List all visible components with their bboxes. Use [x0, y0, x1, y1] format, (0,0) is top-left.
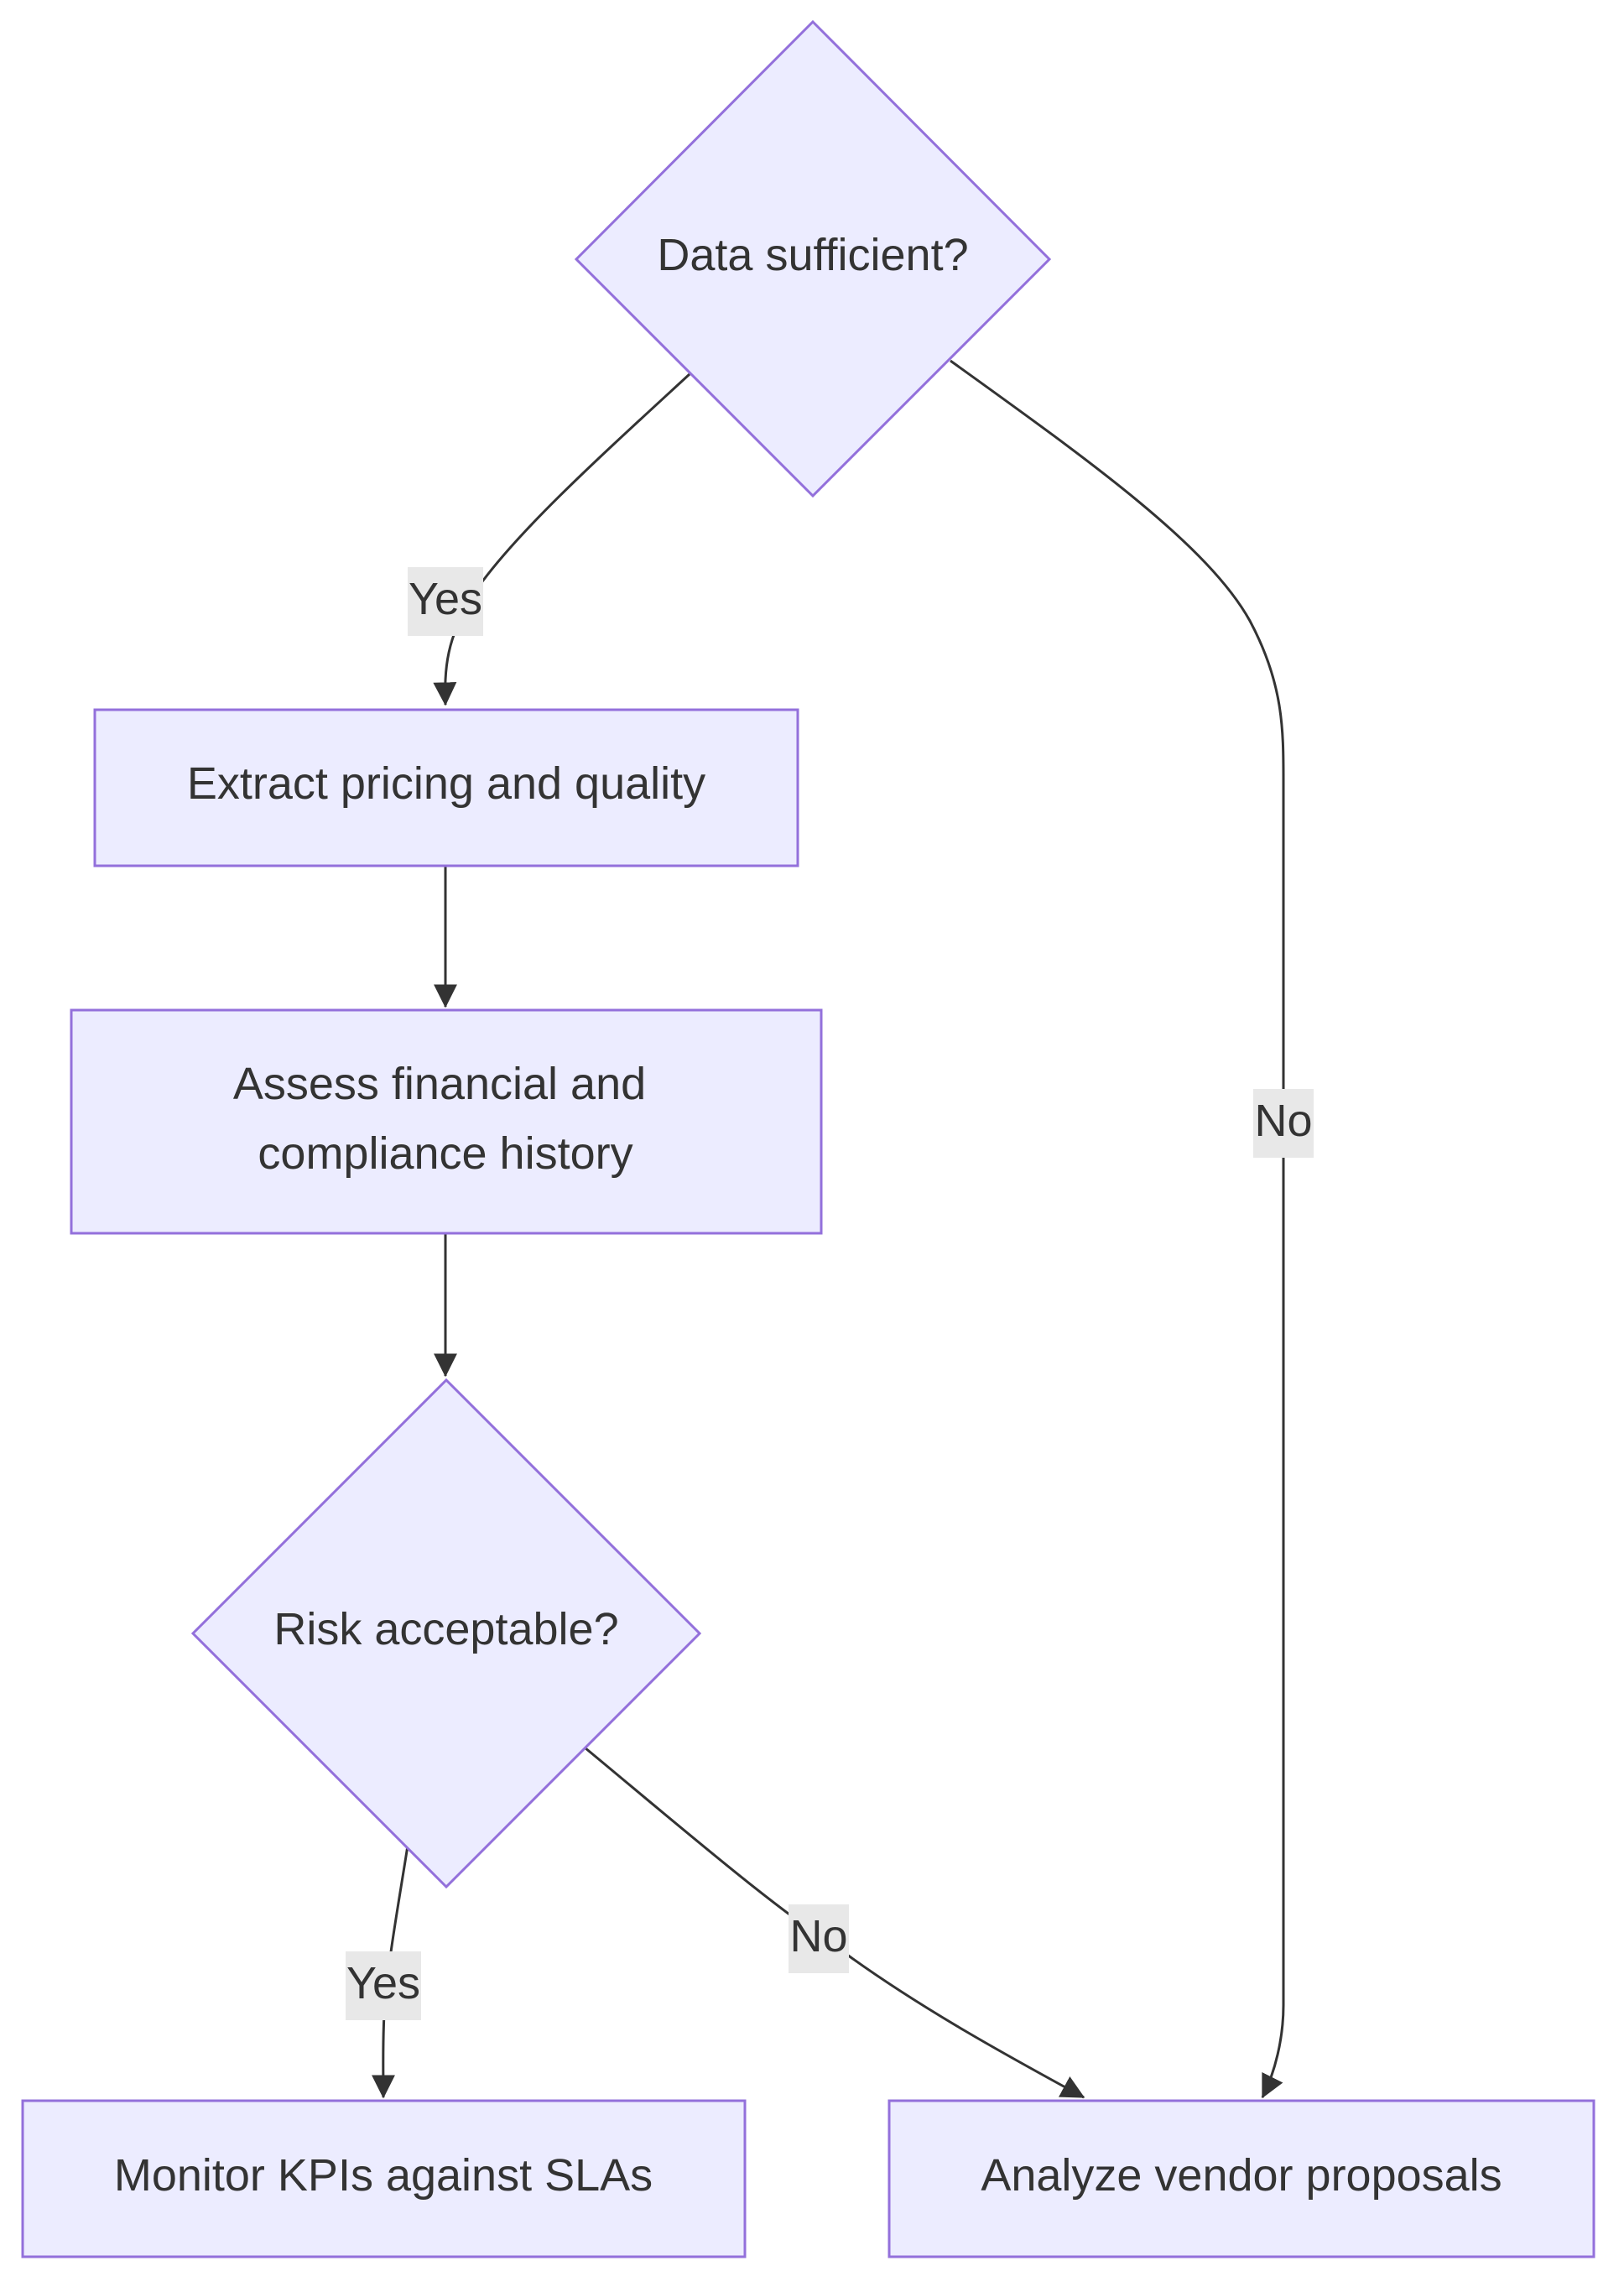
edge-labels: Yes No Yes No: [346, 567, 1314, 2020]
edge-label-risk-yes: Yes: [346, 1951, 421, 2020]
node-label: Data sufficient?: [657, 230, 968, 280]
node-label: Extract pricing and quality: [187, 758, 705, 809]
edge-label-data-no: No: [1253, 1089, 1314, 1158]
edge-label-data-yes: Yes: [408, 567, 483, 636]
decision-data-sufficient[interactable]: Data sufficient?: [574, 19, 1052, 498]
edge-label-risk-no: No: [789, 1904, 849, 1973]
edge-label-text: No: [1254, 1096, 1312, 1146]
edge-label-text: Yes: [409, 574, 482, 624]
node-label: Analyze vendor proposals: [981, 2150, 1502, 2201]
node-label-line-2: compliance history: [258, 1128, 632, 1179]
process-assess-history[interactable]: Assess financial and compliance history: [70, 1008, 823, 1235]
process-analyze-proposals[interactable]: Analyze vendor proposals: [887, 2099, 1595, 2258]
process-extract-pricing[interactable]: Extract pricing and quality: [93, 708, 799, 867]
decision-risk-acceptable[interactable]: Risk acceptable?: [190, 1378, 702, 1889]
edge-label-text: Yes: [346, 1958, 420, 2008]
node-label-line-1: Assess financial and: [233, 1059, 646, 1109]
process-monitor-kpis[interactable]: Monitor KPIs against SLAs: [21, 2099, 747, 2258]
edge-data-to-analyze: [950, 359, 1285, 2099]
edge-data-to-extract: [433, 372, 691, 706]
nodes: Data sufficient? Extract pricing and qua…: [21, 19, 1595, 2258]
node-label: Risk acceptable?: [273, 1604, 618, 1654]
node-label: Monitor KPIs against SLAs: [114, 2150, 653, 2201]
edge-label-text: No: [789, 1911, 847, 1961]
